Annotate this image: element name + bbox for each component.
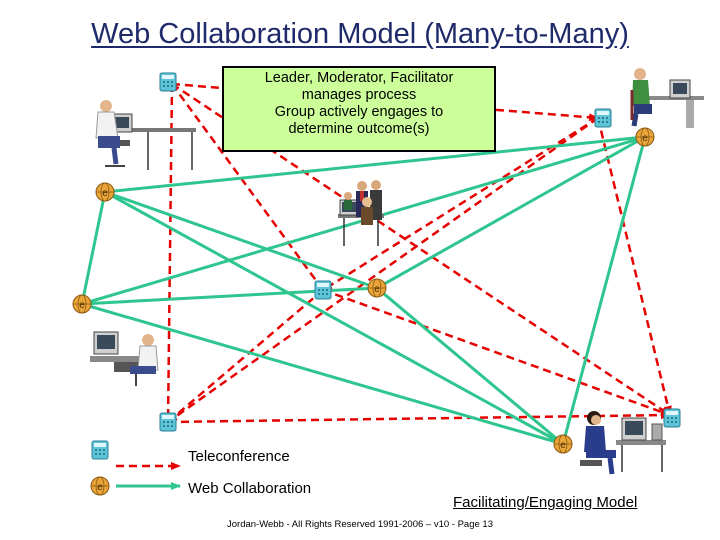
telephone-icon <box>314 280 332 300</box>
web-node-icon <box>635 127 655 147</box>
page-title: Web Collaboration Model (Many-to-Many) <box>91 18 629 50</box>
telephone-icon <box>663 408 681 428</box>
telephone-icon <box>159 72 177 92</box>
person-at-computer-icon <box>95 100 196 170</box>
web-collaboration-link <box>561 136 647 445</box>
web-node-icon <box>553 434 573 454</box>
leader-box-line: manages process <box>301 87 417 103</box>
teleconference-link <box>322 288 671 417</box>
web-collaboration-link <box>81 302 564 446</box>
teleconference-link <box>170 83 325 291</box>
web-collaboration-link <box>376 286 564 446</box>
teleconference-link <box>596 117 672 416</box>
web-collaboration-link <box>104 133 646 194</box>
group-meeting-icon <box>338 180 384 246</box>
telephone-icon <box>159 412 177 432</box>
legend-telephone-icon <box>91 440 109 460</box>
person-at-computer-icon <box>630 68 704 128</box>
web-collaboration-link <box>79 191 107 305</box>
footer-text: Jordan-Webb - All Rights Reserved 1991-2… <box>227 519 493 530</box>
web-collaboration-link <box>376 135 646 290</box>
teleconference-link <box>164 83 174 423</box>
person-at-computer-icon <box>580 411 666 475</box>
web-collaboration-link <box>104 190 564 446</box>
legend-teleconference-label: Teleconference <box>188 448 290 465</box>
teleconference-link <box>167 411 671 424</box>
leader-box: Leader, Moderator, Facilitator manages p… <box>222 66 496 152</box>
web-collaboration-link <box>104 190 378 290</box>
telephone-icon <box>594 108 612 128</box>
legend-web-collaboration-label: Web Collaboration <box>188 480 312 497</box>
web-node-icon <box>367 278 387 298</box>
leader-box-line: determine outcome(s) <box>288 121 430 137</box>
teleconference-link <box>167 289 324 423</box>
model-caption: Facilitating/Engaging Model <box>453 494 638 511</box>
person-at-computer-icon <box>90 331 159 386</box>
leader-box-line: Group actively engages to <box>274 104 444 120</box>
web-node-icon <box>72 294 92 314</box>
legend-web-node-icon <box>90 476 110 496</box>
leader-box-line: Leader, Moderator, Facilitator <box>264 70 454 86</box>
teleconference-link <box>167 116 599 424</box>
web-node-icon <box>95 182 115 202</box>
